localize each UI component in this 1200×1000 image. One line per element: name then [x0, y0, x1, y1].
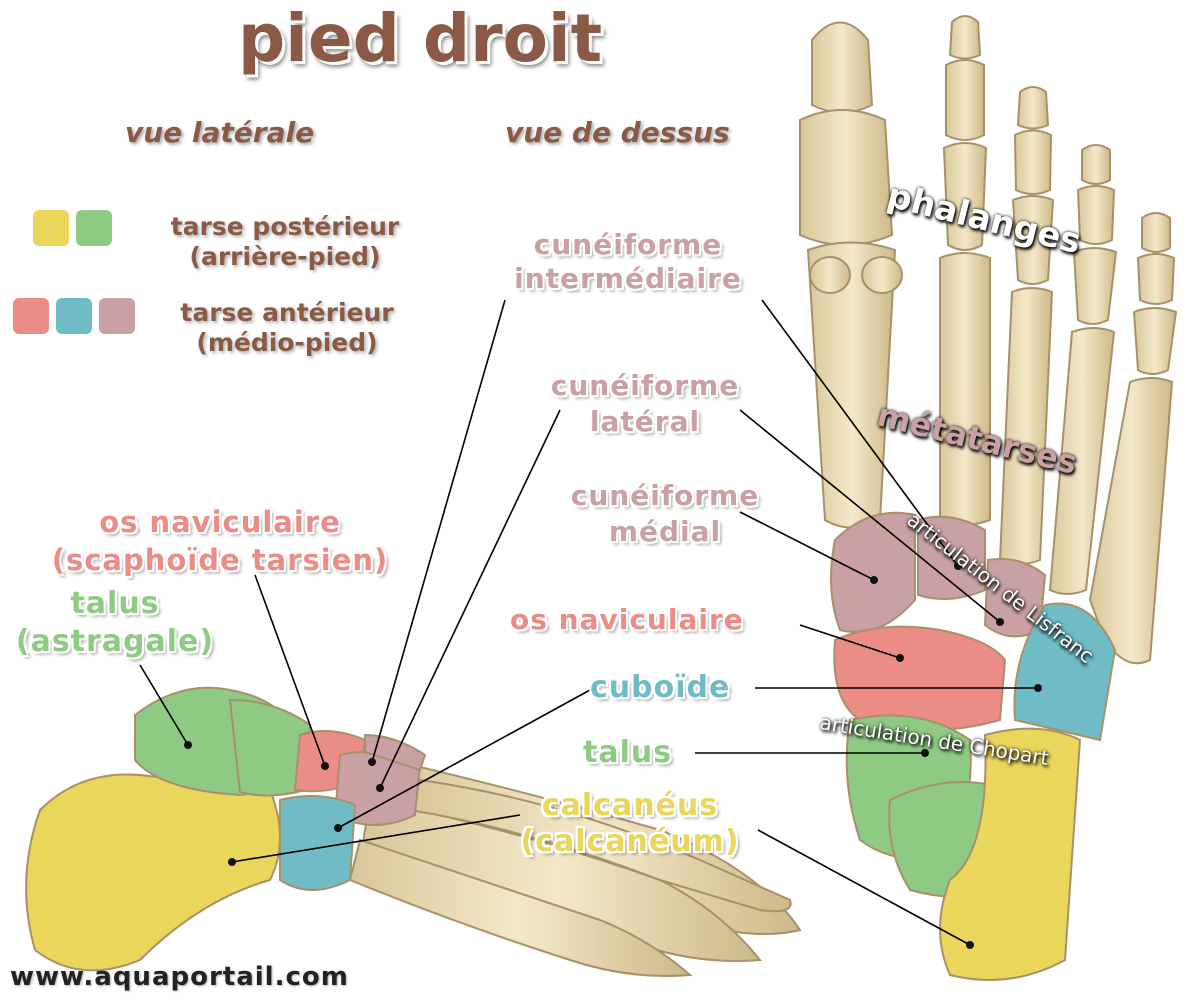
legend-posterior-line2: (arrière-pied): [189, 242, 381, 271]
lateral-view-foot: [25, 686, 802, 977]
label-talus-lateral-line2: (astragale): [15, 624, 215, 659]
label-navicular-lateral-line2: (scaphoïde tarsien): [51, 543, 389, 577]
legend-swatch-yellow: [33, 210, 69, 246]
label-cuneiform-medial-line2: médial: [608, 515, 722, 548]
cuneiform-lateral-view-2: [364, 733, 427, 772]
leader-lines: [139, 299, 1038, 946]
label-cuneiform-lateral-line2: latéral: [589, 405, 701, 438]
label-cuneiform-lateral: cunéiforme latéral: [500, 368, 790, 440]
top-view-heading: vue de dessus: [505, 116, 730, 149]
label-calcaneus: calcanéus (calcanéum): [490, 788, 770, 860]
navicular-top: [833, 625, 1007, 731]
label-cuneiform-medial: cunéiforme médial: [520, 478, 810, 550]
label-cuneiform-intermediate-line2: intermédiaire: [514, 262, 742, 295]
lateral-view-heading: vue latérale: [125, 116, 315, 149]
legend-anterior-tarsus: tarse antérieur (médio-pied): [152, 298, 422, 358]
legend-anterior-line1: tarse antérieur: [180, 298, 394, 327]
label-calcaneus-line2: (calcanéum): [520, 824, 740, 859]
label-cuneiform-medial-line1: cunéiforme: [570, 479, 760, 512]
label-talus-lateral-line1: talus: [70, 586, 160, 621]
top-view-foot: [799, 15, 1178, 981]
leader-dots: [184, 562, 1042, 949]
legend-swatch-blue: [56, 298, 92, 334]
legend-posterior-tarsus: tarse postérieur (arrière-pied): [140, 212, 430, 272]
label-cuboid: cuboïde: [590, 670, 731, 705]
page-title: pied droit: [238, 0, 603, 77]
label-talus-top: talus: [583, 735, 673, 770]
legend-swatch-pink: [13, 298, 49, 334]
legend-swatch-mauve: [99, 298, 135, 334]
label-talus-lateral: talus (astragale): [0, 585, 230, 661]
legend-anterior-line2: (médio-pied): [196, 328, 378, 357]
cuboid-top: [1013, 602, 1117, 742]
legend-swatch-green: [76, 210, 112, 246]
website-url: www.aquaportail.com: [10, 962, 349, 992]
big-toe-bones: [799, 21, 903, 529]
calcaneus-top: [939, 727, 1082, 981]
calcaneus-lateral: [25, 773, 281, 972]
legend-posterior-line1: tarse postérieur: [170, 212, 400, 241]
fourth-toe-bones: [1048, 144, 1118, 595]
label-navicular-lateral-line1: os naviculaire: [99, 505, 341, 539]
label-cuneiform-intermediate: cunéiforme intermédiaire: [488, 228, 768, 296]
cuboid-lateral: [279, 795, 357, 891]
label-navicular-top: os naviculaire: [510, 603, 744, 636]
fifth-toe-bones: [1088, 212, 1178, 665]
label-cuneiform-intermediate-line1: cunéiforme: [533, 228, 723, 261]
label-cuneiform-lateral-line1: cunéiforme: [550, 369, 740, 402]
third-toe-bones: [998, 86, 1055, 565]
label-calcaneus-line1: calcanéus: [541, 788, 719, 823]
label-navicular-lateral: os naviculaire (scaphoïde tarsien): [20, 503, 420, 579]
medial-cuneiform-top: [830, 511, 916, 633]
